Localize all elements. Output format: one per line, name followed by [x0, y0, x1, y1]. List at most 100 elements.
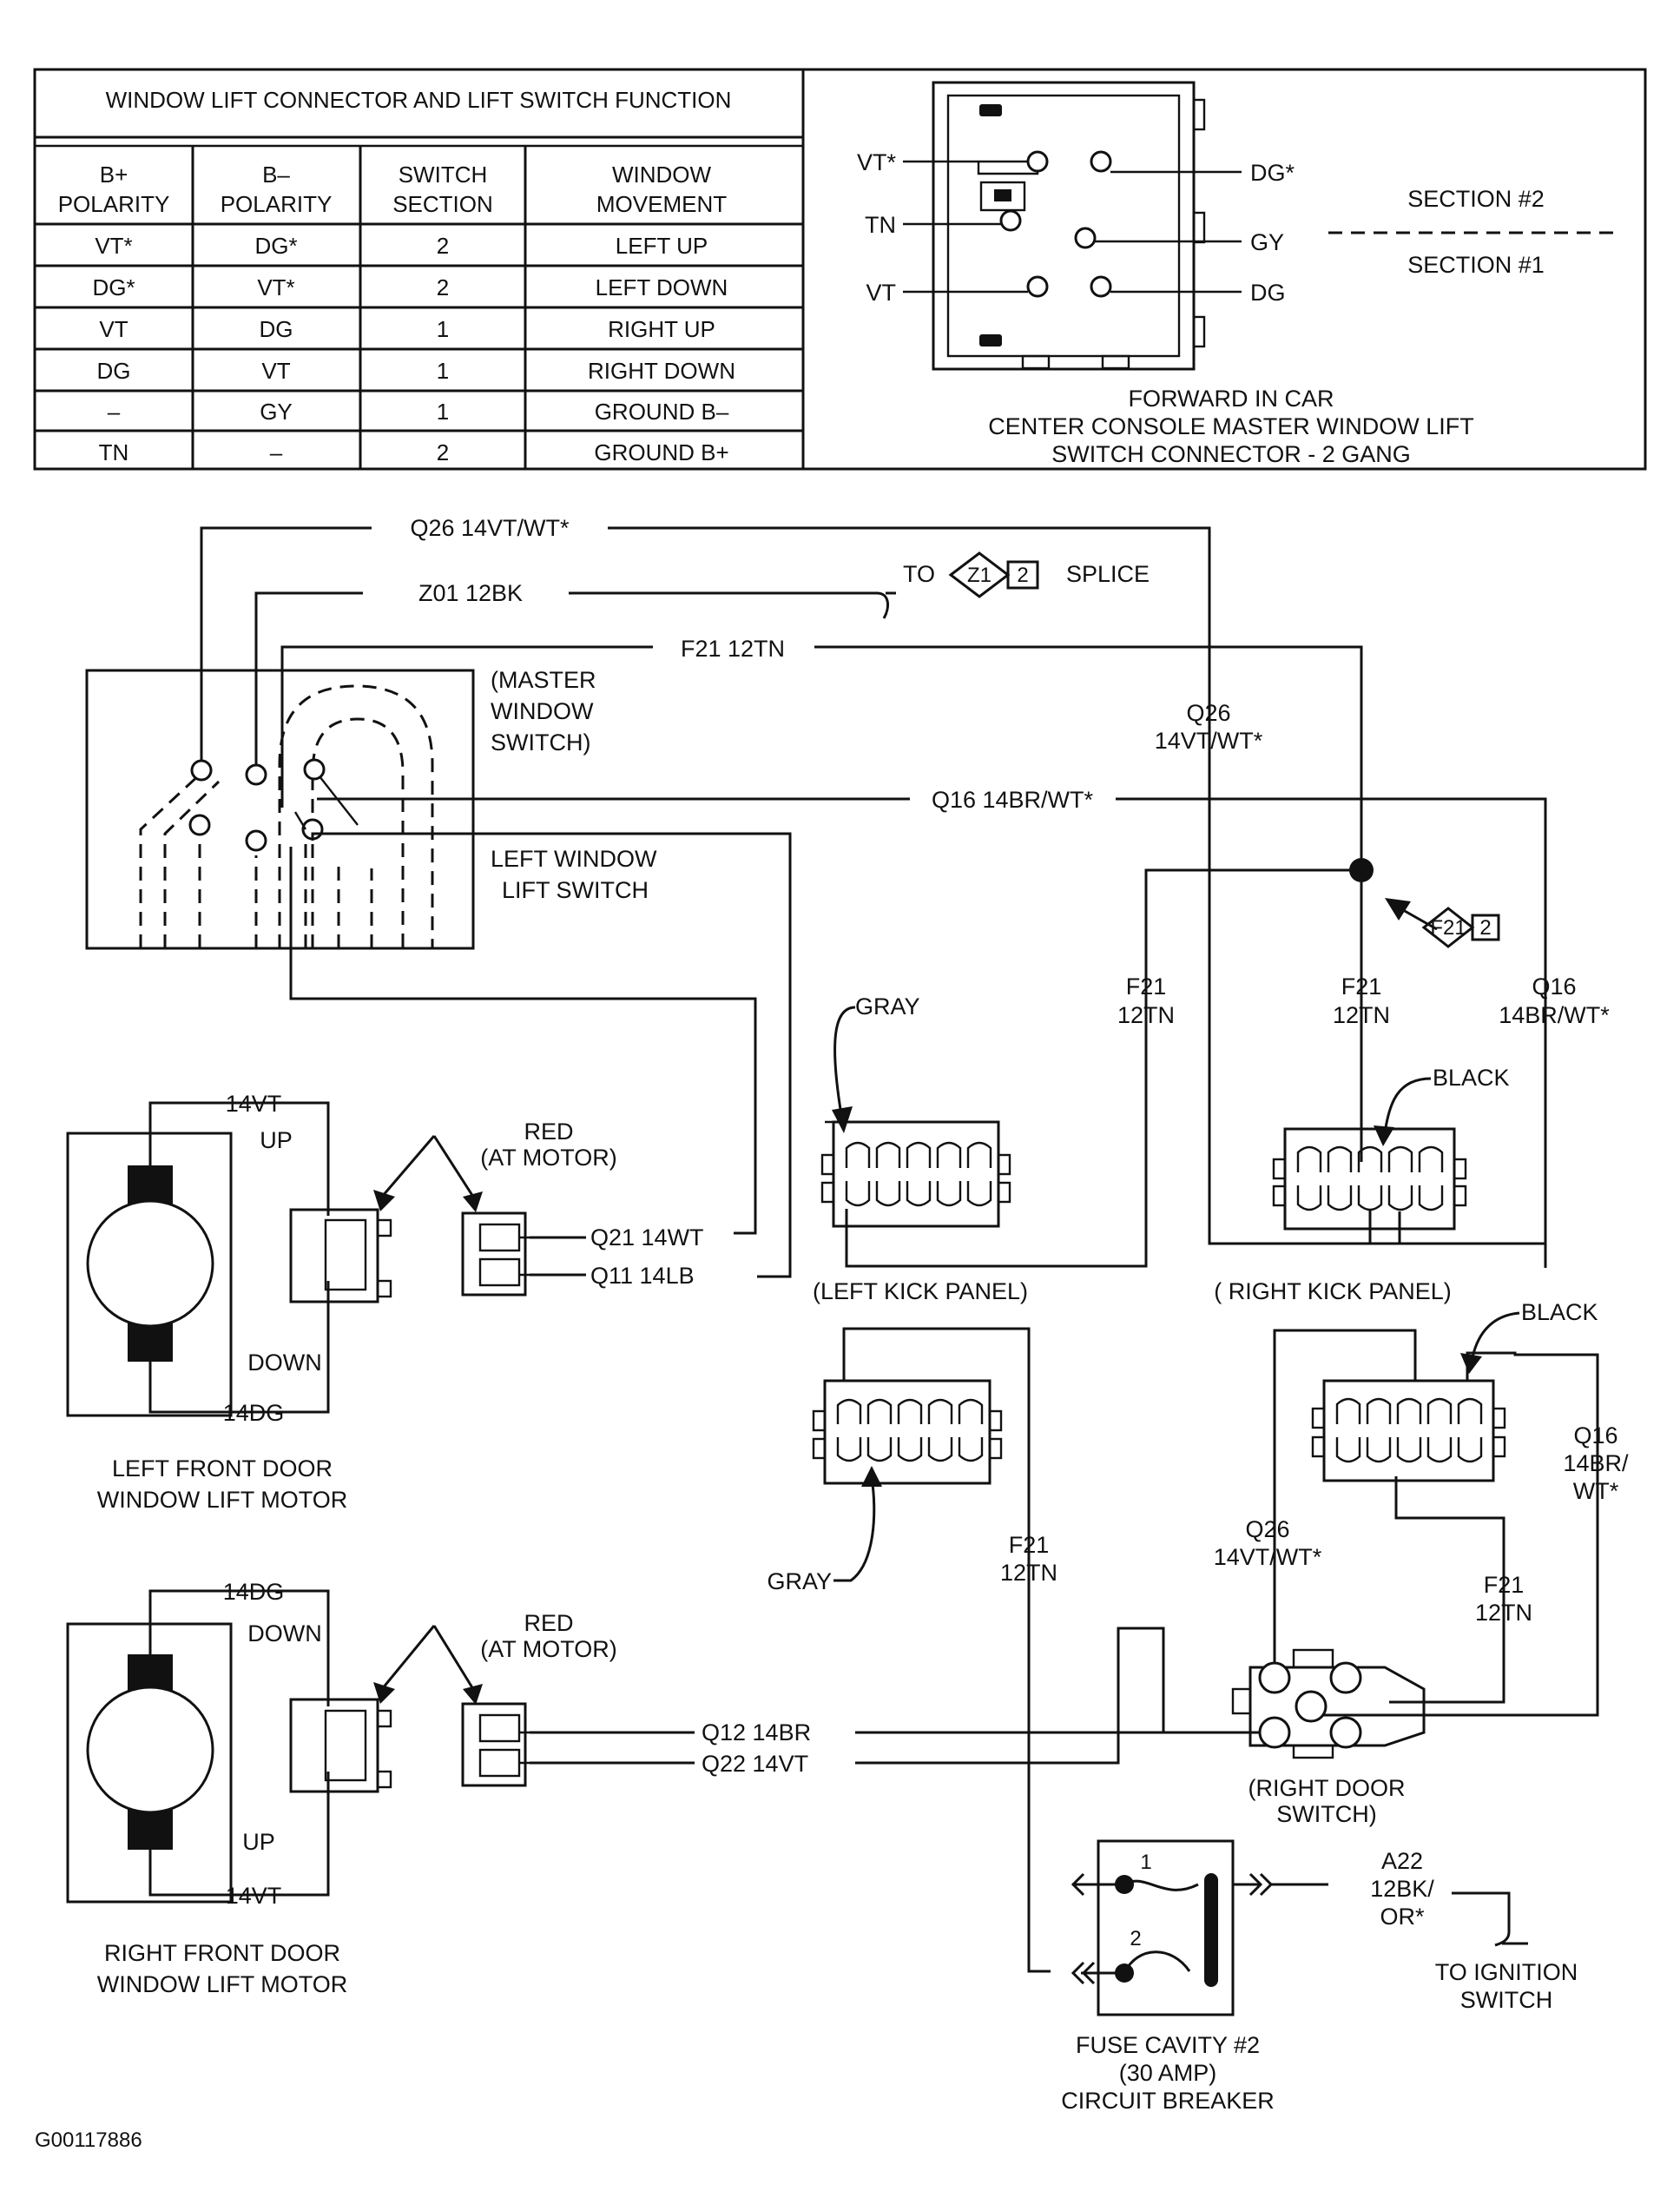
left-motor-harness-connector: RED (AT MOTOR) Q21 14WT Q11 14LB	[373, 1119, 704, 1297]
q16-lower-1: Q16	[1573, 1422, 1617, 1449]
left-lift-label-1: LEFT WINDOW	[491, 846, 657, 872]
rm-down-label: DOWN	[247, 1620, 321, 1647]
right-door-label-1: (RIGHT DOOR	[1248, 1775, 1406, 1801]
table-cell: 2	[437, 274, 449, 300]
fuse-label-2: (30 AMP)	[1119, 2060, 1217, 2086]
connector-face-view: VT* TN VT DG* GY DG SECTION #2 SECTION #…	[801, 68, 1647, 471]
fuse-label-1: FUSE CAVITY #2	[1076, 2032, 1260, 2058]
f21-lower-2: 12TN	[1000, 1560, 1057, 1586]
table-cell: TN	[99, 439, 129, 465]
f21-lk-1: F21	[1126, 973, 1167, 1000]
red-label-left: RED	[524, 1119, 573, 1145]
f21-lower-1: F21	[1009, 1532, 1050, 1558]
a22-3: OR*	[1380, 1904, 1425, 1930]
f21-rk-2: 12TN	[1333, 1002, 1390, 1028]
black-lower-connector: BLACK Q16 14BR/ WT* Q26 14VT/WT* F21 12T…	[1214, 1299, 1629, 1717]
cb-terminal-2: 2	[1130, 1927, 1141, 1950]
caption-line-1: FORWARD IN CAR	[1128, 386, 1334, 412]
q12-label: Q12 14BR	[702, 1719, 811, 1746]
gray-label-lower: GRAY	[767, 1568, 832, 1594]
pin-label-tn: TN	[865, 212, 896, 238]
pin-label-vt-star: VT*	[857, 149, 897, 175]
table-cell: 1	[437, 399, 449, 425]
lm-dg-label: 14DG	[223, 1400, 285, 1426]
lm-label-1: LEFT FRONT DOOR	[112, 1455, 333, 1482]
left-kick-panel-connector: GRAY (LEFT KICK PANEL)	[813, 993, 1028, 1304]
black-label-lower: BLACK	[1521, 1299, 1598, 1325]
right-kick-panel-connector: BLACK ( RIGHT KICK PANEL)	[1214, 1065, 1509, 1304]
table-headers: B+ POLARITY B– POLARITY SWITCH SECTION W…	[58, 162, 728, 217]
section-2-label: SECTION #2	[1407, 186, 1545, 212]
table-cell: –	[270, 439, 283, 465]
master-label-2: WINDOW	[491, 698, 594, 724]
table-cell: DG	[260, 316, 293, 342]
q16-right-1: Q16	[1532, 973, 1576, 1000]
q26-vert-2: 14VT/WT*	[1155, 728, 1263, 754]
gray-lower-connector: GRAY F21 12TN	[767, 1327, 1057, 1973]
left-door-motor: 14VT 14DG UP DOWN LEFT FRONT DOOR WINDOW…	[66, 1091, 392, 1513]
right-kick-label: ( RIGHT KICK PANEL)	[1214, 1278, 1452, 1304]
figure-id: G00117886	[35, 2128, 142, 2152]
table-cell: DG	[97, 358, 131, 384]
caption-line-3: SWITCH CONNECTOR - 2 GANG	[1051, 441, 1411, 467]
table-cell: LEFT DOWN	[596, 274, 728, 300]
q16-mid-label: Q16 14BR/WT*	[932, 787, 1094, 813]
pin-label-dg: DG	[1250, 280, 1286, 306]
z1-pin: 2	[1017, 564, 1028, 587]
pin-label-dg-star: DG*	[1250, 160, 1295, 186]
z1-id: Z1	[967, 564, 992, 587]
rm-up-label: UP	[242, 1829, 275, 1855]
rm-vt-label: 14VT	[226, 1883, 282, 1909]
header-movement-2: MOVEMENT	[596, 191, 727, 217]
caption-line-2: CENTER CONSOLE MASTER WINDOW LIFT	[988, 413, 1474, 439]
table-cell: VT	[261, 358, 290, 384]
f21-rd-1: F21	[1484, 1572, 1525, 1598]
table-cell: VT	[99, 316, 128, 342]
q26-top-label: Q26 14VT/WT*	[410, 515, 570, 541]
table-body: VT* DG* 2 LEFT UP DG* VT* 2 LEFT DOWN VT…	[92, 233, 735, 465]
master-window-switch: (MASTER WINDOW SWITCH) LEFT WINDOW LIFT …	[85, 667, 657, 950]
table-cell: –	[108, 399, 121, 425]
f21-top-label: F21 12TN	[681, 636, 785, 662]
table-cell: VT*	[95, 233, 132, 259]
header-movement-1: WINDOW	[612, 162, 712, 188]
table-cell: DG*	[254, 233, 297, 259]
right-door-motor: 14DG 14VT DOWN UP RIGHT FRONT DOOR WINDO…	[66, 1579, 392, 1997]
lm-down-label: DOWN	[247, 1350, 321, 1376]
table-cell: DG*	[92, 274, 135, 300]
z01-label: Z01 12BK	[418, 580, 523, 606]
q16-lower-2: 14BR/	[1563, 1450, 1629, 1476]
table-cell: 2	[437, 233, 449, 259]
table-cell: 1	[437, 358, 449, 384]
to-ign-1: TO IGNITION	[1435, 1959, 1578, 1985]
table-cell: GY	[260, 399, 293, 425]
black-label-top: BLACK	[1433, 1065, 1510, 1091]
left-lift-label-2: LIFT SWITCH	[502, 877, 649, 903]
table-cell: GROUND B+	[594, 439, 728, 465]
q26-lower-2: 14VT/WT*	[1214, 1544, 1322, 1570]
at-motor-left: (AT MOTOR)	[480, 1145, 617, 1171]
q22-label: Q22 14VT	[702, 1751, 808, 1777]
table-cell: 1	[437, 316, 449, 342]
circuit-breaker: 1 2 A22 12BK/ OR* TO IGNITION SWITCH FUS…	[1061, 1839, 1578, 2114]
f21-splice-id: F21	[1430, 916, 1466, 940]
header-b-minus-1: B–	[262, 162, 290, 188]
right-motor-harness-connector: RED (AT MOTOR) Q12 14BR Q22 14VT	[373, 1610, 811, 1787]
lm-vt-label: 14VT	[226, 1091, 282, 1117]
q21-label: Q21 14WT	[590, 1224, 704, 1251]
q16-lower-3: WT*	[1573, 1478, 1619, 1504]
top-wires: Q26 14VT/WT* Z01 12BK TO Z1 2 SPLICE F21…	[200, 515, 1610, 1278]
header-switch-2: SECTION	[392, 191, 493, 217]
at-motor-right: (AT MOTOR)	[480, 1636, 617, 1662]
right-door-label-2: SWITCH)	[1276, 1801, 1376, 1827]
master-label-3: SWITCH)	[491, 729, 590, 756]
f21-splice-pin: 2	[1479, 916, 1491, 940]
splice-to: TO	[903, 561, 935, 587]
f21-rd-2: 12TN	[1475, 1600, 1532, 1626]
q11-label: Q11 14LB	[590, 1263, 695, 1289]
f21-lk-2: 12TN	[1117, 1002, 1175, 1028]
header-switch-1: SWITCH	[399, 162, 488, 188]
rm-label-1: RIGHT FRONT DOOR	[104, 1940, 340, 1966]
right-door-switch: (RIGHT DOOR SWITCH)	[855, 1627, 1426, 1827]
